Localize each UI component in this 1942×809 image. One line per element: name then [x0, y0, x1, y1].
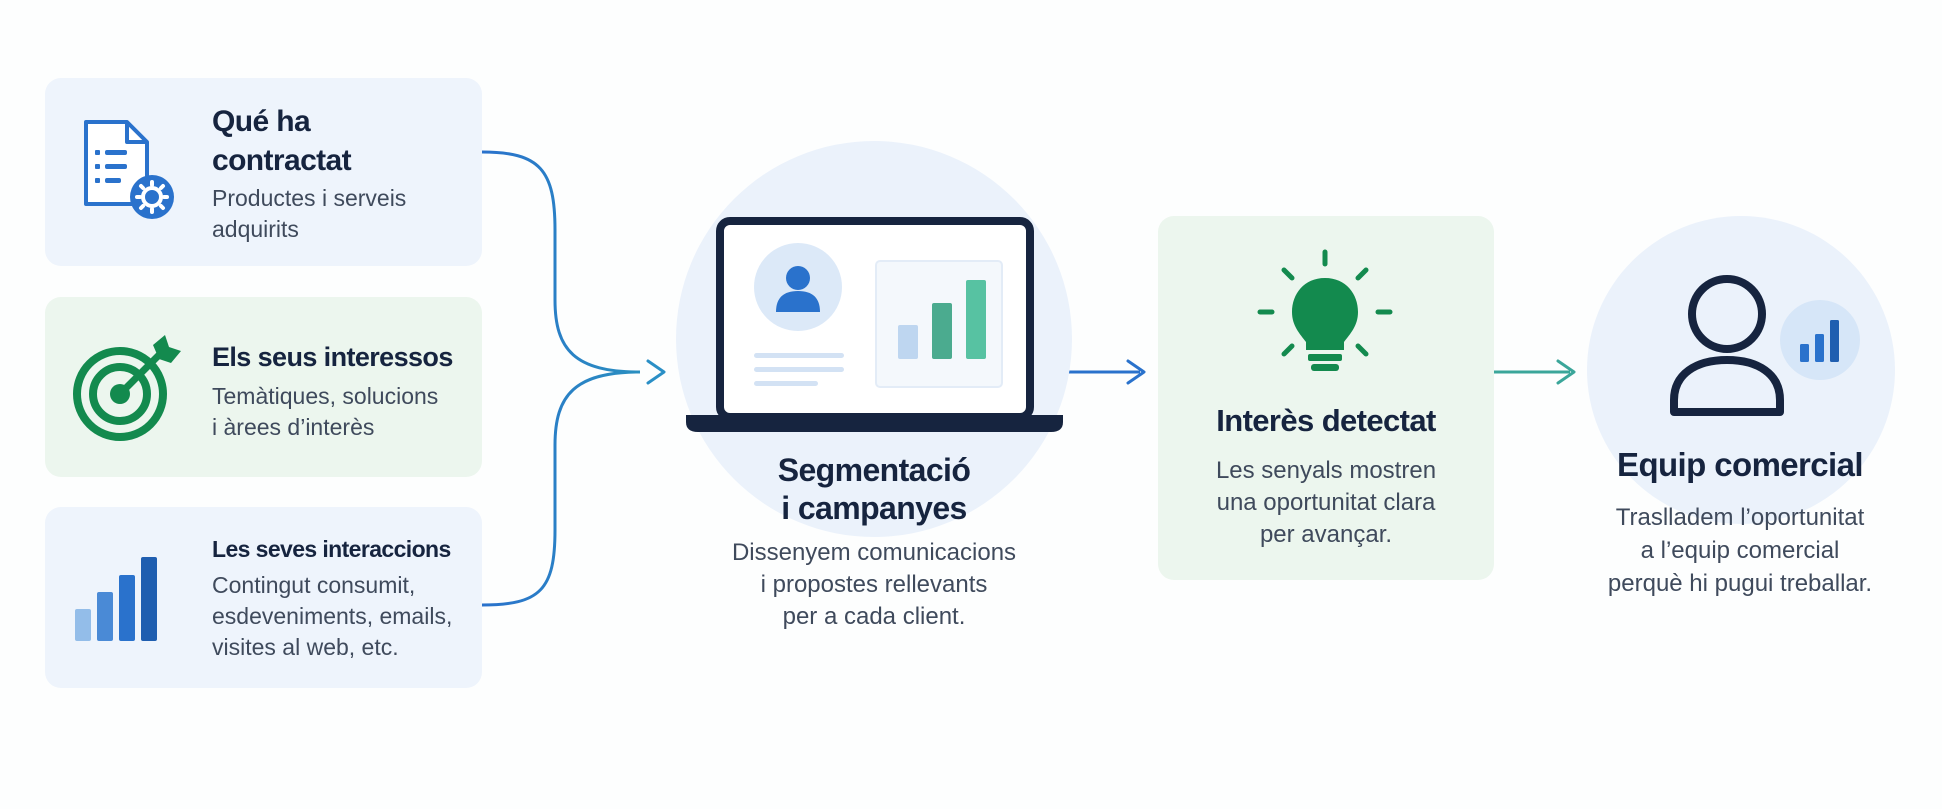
input-card-interactions: Les seves interaccions Contingut consumi…	[45, 507, 482, 688]
connector-bottom	[481, 370, 641, 607]
input-card-contracted: Qué ha contractat Productes i serveis ad…	[45, 78, 482, 266]
interest-desc: Les senyals mostren una oportunitat clar…	[1215, 457, 1437, 548]
input-card-interests: Els seus interessos Temàtiques, solucion…	[45, 297, 482, 477]
segmentation-title: Segmentació i campanyes	[777, 452, 971, 526]
lightbulb-icon	[1257, 249, 1393, 371]
input-title-1: Qué ha contractat	[212, 105, 352, 177]
segmentation-desc: Dissenyem comunicacions i propostes rell…	[731, 539, 1017, 630]
connector-top	[481, 150, 641, 374]
person-chart-icon	[1670, 275, 1860, 416]
document-gear-icon	[84, 120, 174, 219]
arrowhead-interest	[1126, 359, 1146, 385]
input-desc-2: Temàtiques, solucions i àrees d’interès	[212, 383, 439, 440]
laptop-dashboard-icon	[686, 217, 1063, 432]
sales-desc: Traslladem l’oportunitat a l’equip comer…	[1607, 504, 1873, 597]
bar-chart-icon	[75, 557, 157, 641]
interest-card: Interès detectat Les senyals mostren una…	[1158, 216, 1494, 580]
interest-title: Interès detectat	[1216, 403, 1436, 438]
input-title-2: Els seus interessos	[212, 342, 453, 372]
arrowhead-sales	[1556, 359, 1576, 385]
input-desc-3: Contingut consumit, esdeveniments, email…	[212, 572, 453, 660]
input-desc-1: Productes i serveis adquirits	[212, 185, 407, 242]
input-title-3: Les seves interaccions	[212, 536, 451, 562]
target-arrow-icon	[73, 335, 181, 441]
arrowhead-segmentation	[646, 359, 666, 385]
sales-title: Equip comercial	[1617, 446, 1864, 483]
